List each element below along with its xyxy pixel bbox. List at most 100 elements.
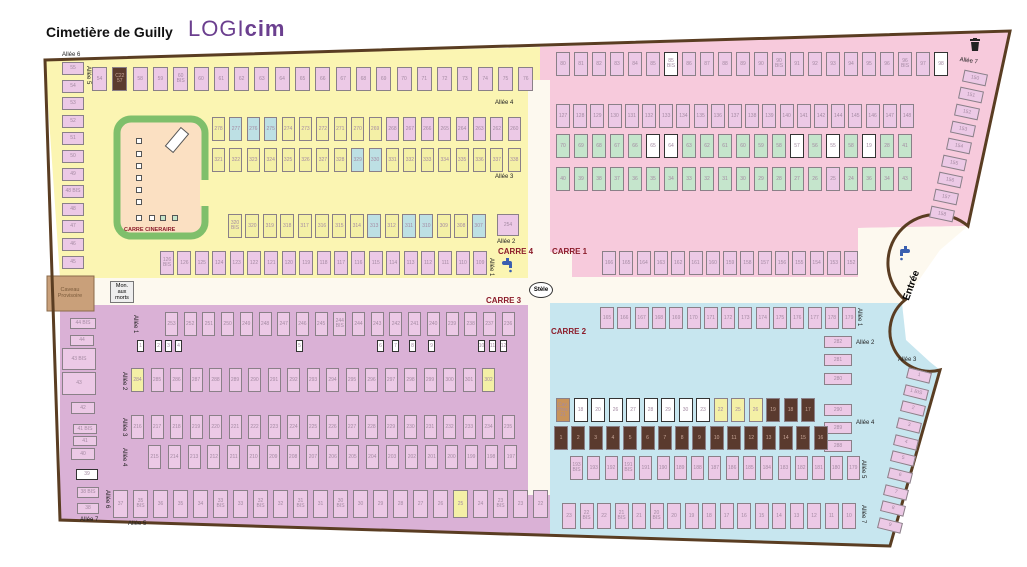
plot-c1[interactable]: 86 (682, 52, 696, 76)
plot-c4[interactable]: 326 (299, 148, 312, 172)
plot-c4[interactable]: 323 (246, 148, 260, 172)
plot-c2[interactable]: 22 (597, 503, 611, 529)
plot-c1[interactable]: 131 (624, 104, 639, 128)
plot-c1[interactable]: 165 (619, 251, 634, 275)
plot-c3[interactable]: 298 (404, 368, 417, 392)
plot-c2[interactable]: 172 (721, 307, 736, 329)
plot-c2[interactable]: 182 (794, 456, 808, 480)
plot-c3[interactable]: 33 (233, 490, 248, 518)
plot-c4[interactable]: 58 (132, 67, 148, 91)
plot-c3[interactable]: 209 (266, 445, 280, 469)
plot-c1[interactable]: 158 (740, 251, 755, 275)
plot-c1[interactable]: 135 (693, 104, 708, 128)
plot-c3[interactable]: 235 (501, 415, 515, 439)
plot-c1[interactable]: 153 (826, 251, 841, 275)
plot-c1[interactable]: 142 (814, 104, 828, 128)
plot-c4[interactable]: 276 (246, 117, 260, 141)
plot-c3[interactable]: 28 (393, 490, 408, 518)
plot-c3[interactable]: 198 (484, 445, 498, 469)
plot-c1[interactable]: 132 (642, 104, 656, 128)
plot-c4[interactable]: 274 (281, 117, 295, 141)
urn-plot[interactable] (136, 138, 142, 144)
plot-c3[interactable]: 217 (150, 415, 164, 439)
plot-c2[interactable]: 186 (725, 456, 739, 480)
plot-c2[interactable]: 28 (643, 398, 658, 422)
plot-c2[interactable]: 184 (760, 456, 774, 480)
plot-c4[interactable]: 327 (316, 148, 330, 172)
plot-c4[interactable]: 321 (212, 148, 225, 172)
plot-c4[interactable]: 262 (490, 117, 504, 141)
plot-c2[interactable]: 27 (626, 398, 640, 422)
plot-c2[interactable]: 10 (709, 426, 724, 450)
plot-c1[interactable]: 27 (790, 167, 804, 191)
plot-c3[interactable]: 31 BIS (293, 490, 308, 518)
plot-c3[interactable]: 243 (370, 312, 384, 336)
plot-c4[interactable]: 313 (367, 214, 382, 238)
plot-c2[interactable]: 169 (669, 307, 684, 329)
plot-c1[interactable]: 164 (636, 251, 651, 275)
plot-c1[interactable]: 91 (790, 52, 804, 76)
plot-c4[interactable]: 120 (281, 251, 296, 275)
plot-c3[interactable]: 9 (428, 340, 435, 352)
plot-c2[interactable]: 22 BIS (579, 503, 594, 529)
plot-c3[interactable]: 32 BIS (253, 490, 268, 518)
plot-c3[interactable]: 22 (533, 490, 548, 518)
plot-c3[interactable]: 219 (189, 415, 203, 439)
plot-c3[interactable]: 40 (71, 448, 95, 460)
plot-c1[interactable]: 36 (862, 167, 876, 191)
plot-c4[interactable]: 59 (152, 67, 168, 91)
plot-c3[interactable]: 247 (277, 312, 291, 336)
plot-c3[interactable]: 30 (353, 490, 368, 518)
plot-c2[interactable]: 12 (744, 426, 759, 450)
plot-c1[interactable]: 28 (880, 134, 894, 158)
plot-c4[interactable]: 123 (229, 251, 244, 275)
plot-c4[interactable]: 54 (62, 79, 84, 93)
plot-c3[interactable]: 5 (296, 340, 303, 352)
plot-c4[interactable]: 270 (351, 117, 365, 141)
urn-plot[interactable] (136, 199, 142, 205)
urn-plot[interactable] (136, 215, 142, 221)
plot-c4[interactable]: 110 (455, 251, 470, 275)
plot-c3[interactable]: 44 (70, 335, 94, 346)
plot-c4[interactable]: 62 (234, 67, 250, 91)
plot-c4[interactable]: 68 (355, 67, 371, 91)
plot-c2[interactable]: 22 (713, 398, 728, 422)
plot-c3[interactable]: 221 (228, 415, 242, 439)
plot-c4[interactable]: 332 (403, 148, 417, 172)
plot-c1[interactable]: 97 (916, 52, 930, 76)
plot-c4[interactable]: 264 (455, 117, 469, 141)
plot-c3[interactable]: 8 (409, 340, 416, 352)
plot-c1[interactable]: 154 (809, 251, 824, 275)
plot-c2[interactable]: 191 (639, 456, 653, 480)
plot-c1[interactable]: 96 BIS (898, 52, 912, 76)
plot-c2[interactable]: 175 (773, 307, 787, 329)
plot-c2[interactable]: 188 (691, 456, 705, 480)
plot-c3[interactable]: 299 (423, 368, 437, 392)
plot-c1[interactable]: 56 (808, 134, 822, 158)
plot-c1[interactable]: 136 (710, 104, 725, 128)
plot-c3[interactable]: 228 (365, 415, 378, 439)
plot-c1[interactable]: 93 (826, 52, 840, 76)
plot-c2[interactable]: 289 (824, 422, 852, 434)
plot-c4[interactable]: 126 (177, 251, 192, 275)
plot-c3[interactable]: 43 (62, 372, 96, 395)
plot-c1[interactable]: 162 (671, 251, 686, 275)
plot-c1[interactable]: 67 (610, 134, 624, 158)
plot-c3[interactable]: 208 (286, 445, 300, 469)
plot-c4[interactable]: 60 (193, 67, 209, 91)
plot-c4[interactable]: 320 (245, 214, 260, 238)
plot-c1[interactable]: 61 (718, 134, 732, 158)
plot-c3[interactable]: 211 (227, 445, 241, 469)
urn-plot[interactable] (172, 215, 178, 221)
plot-c1[interactable]: 130 (607, 104, 622, 128)
plot-c2[interactable]: 17 (801, 398, 815, 422)
plot-c3[interactable]: 244 (352, 312, 365, 336)
plot-c2[interactable]: 173 (738, 307, 753, 329)
plot-c3[interactable]: 296 (365, 368, 378, 392)
plot-c2[interactable]: 281 (824, 354, 852, 366)
plot-c2[interactable]: 174 (755, 307, 770, 329)
plot-c1[interactable]: 144 (831, 104, 846, 128)
urn-plot[interactable] (160, 215, 166, 221)
plot-c3[interactable]: 234 (482, 415, 495, 439)
plot-c2[interactable]: 178 (824, 307, 839, 329)
